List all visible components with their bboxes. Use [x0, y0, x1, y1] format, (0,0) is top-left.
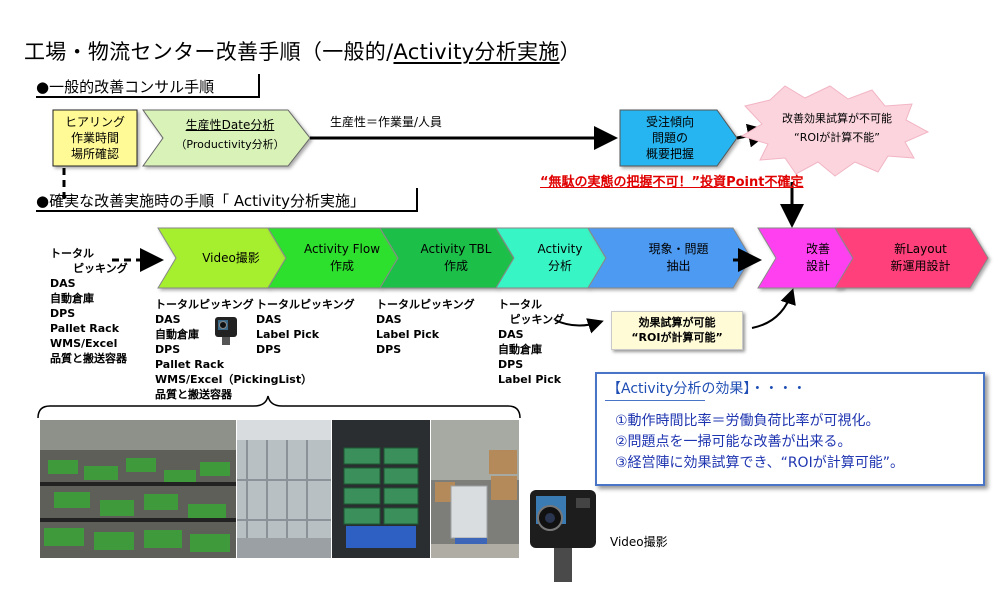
action-camera-image — [526, 488, 600, 582]
section-general-underline — [36, 96, 258, 98]
productivity-chevron-text: 生産性Date分析 （Productivity分析） — [175, 118, 285, 151]
equipment-list-start: トータル ピッキング DAS 自動倉庫 DPS Pallet Rack WMS/… — [50, 247, 128, 365]
arrow-callout-to-design — [751, 288, 796, 329]
section-general-bracket — [258, 74, 260, 98]
roi-possible-callout: 効果試算が可能 “ROIが計算可能” — [611, 311, 743, 350]
activity-chevrons — [157, 227, 989, 289]
hearing-box-text: ヒアリング 作業時間 場所確認 — [64, 115, 125, 161]
warehouse-photo-1 — [40, 420, 236, 558]
warehouse-photo-4 — [431, 420, 519, 558]
chevron-step-label-2: Activity Flow 作成 — [303, 242, 381, 273]
hearing-box — [52, 109, 138, 167]
chevron-step-7 — [834, 227, 989, 289]
effect-item-3: ③経営陣に効果試算でき、“ROIが計算可能”。 — [615, 455, 904, 471]
effect-header: 【Activity分析の効果】・・・・ — [607, 381, 807, 397]
order-trend-text: 受注傾向 問題の 概要把握 — [645, 115, 694, 161]
activity-effect-box: 【Activity分析の効果】・・・・ ①動作時間比率＝労働負荷比率が可視化。 … — [595, 372, 985, 486]
productivity-formula: 生産性＝作業量/人員 — [330, 115, 443, 129]
chevron-step-label-4: Activity 分析 — [537, 242, 583, 273]
chevron-step-5 — [587, 227, 752, 289]
roi-impossible-text: 改善効果試算が不可能 “ROIが計算不能” — [782, 112, 892, 144]
section-activity-header: ●確実な改善実施時の手順「 Activity分析実施」 — [36, 192, 365, 210]
chevron-step-label-6: 改善 設計 — [805, 242, 830, 273]
chevron-step-label-7: 新Layout 新運用設計 — [890, 242, 951, 273]
photos-brace — [37, 395, 521, 419]
warehouse-photo-2 — [237, 420, 331, 558]
effect-header-underline — [605, 400, 705, 401]
equipment-list-video: トータルピッキング DAS 自動倉庫 DPS Pallet Rack WMS/E… — [155, 298, 313, 401]
chevron-step-label-1: Video撮影 — [202, 250, 260, 265]
effect-item-1: ①動作時間比率＝労働負荷比率が可視化。 — [615, 413, 880, 429]
equipment-list-flow: トータルピッキング DAS Label Pick DPS — [256, 298, 355, 356]
page-title: 工場・物流センター改善手順（一般的/Activity分析実施） — [24, 40, 581, 64]
small-camera-image — [214, 316, 238, 345]
chevron-step-label-5: 現象・問題 抽出 — [648, 242, 709, 273]
section-general-header: ●一般的改善コンサル手順 — [36, 78, 215, 96]
equipment-list-analysis: トータル ピッキング DAS 自動倉庫 DPS Label Pick — [498, 298, 565, 386]
warehouse-photo-3 — [332, 420, 430, 558]
equipment-list-tbl: トータルピッキング DAS Label Pick DPS — [376, 298, 475, 356]
productivity-chevron — [142, 109, 311, 167]
arrow-to-callout — [554, 318, 604, 334]
order-trend-chevron — [619, 109, 738, 167]
red-warning: “無駄の実態の把握不可！”投資Point不確定 — [540, 175, 804, 190]
effect-item-2: ②問題点を一掃可能な改善が出来る。 — [615, 434, 852, 450]
camera-caption: Video撮影 — [610, 535, 668, 549]
chevron-step-label-3: Activity TBL 作成 — [420, 242, 492, 273]
roi-impossible-burst — [740, 85, 930, 177]
section-activity-underline — [36, 210, 416, 212]
section-activity-bracket — [416, 188, 418, 212]
